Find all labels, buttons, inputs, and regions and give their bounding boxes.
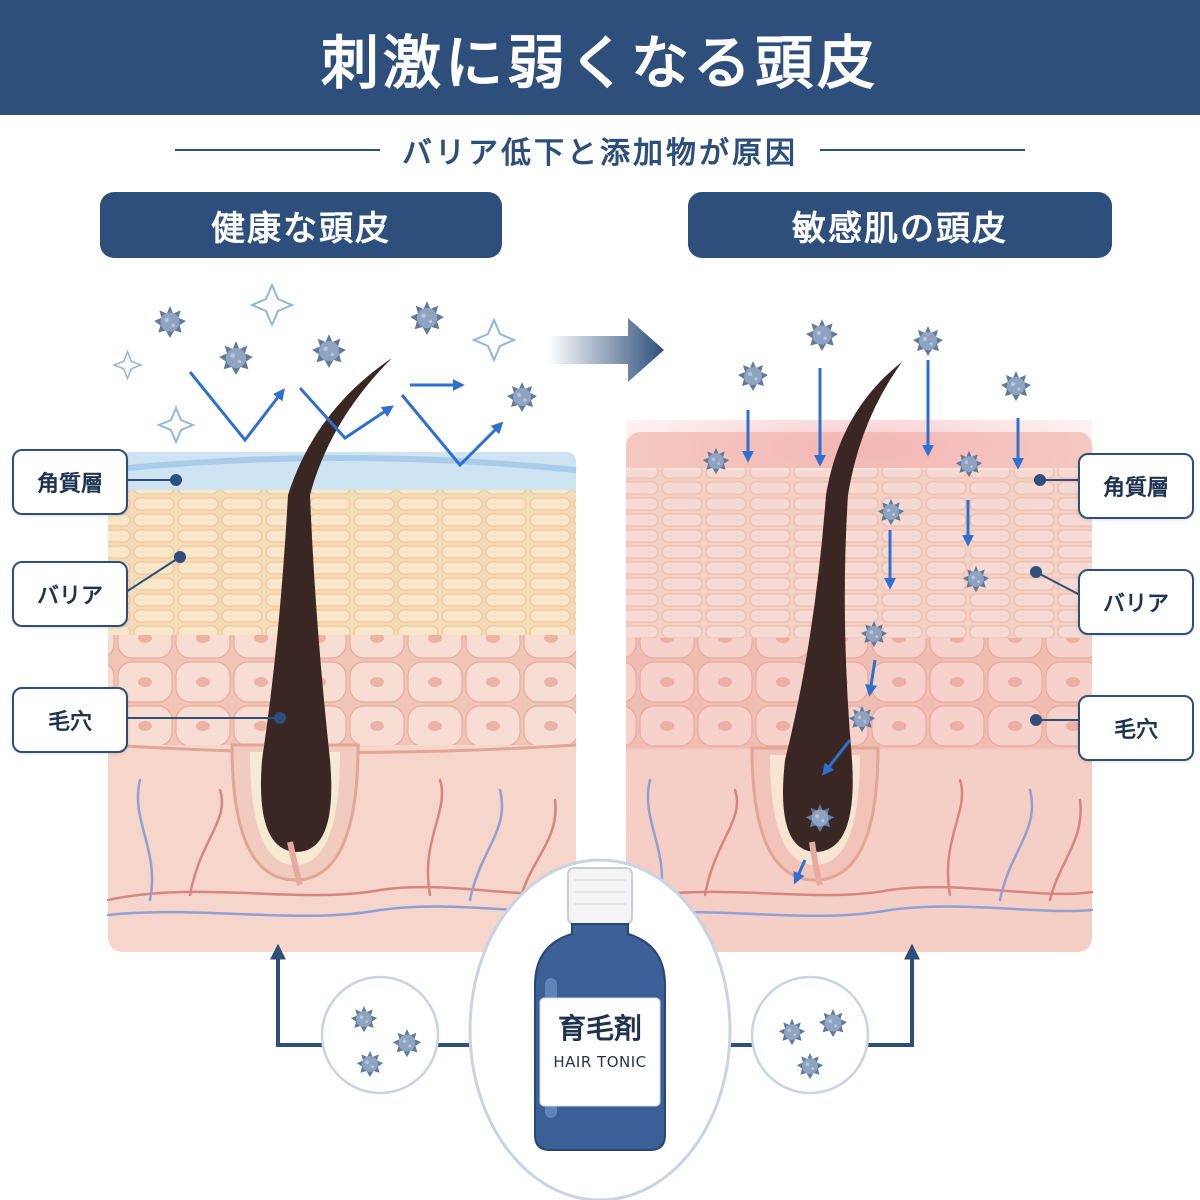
healthy-scalp-panel	[106, 282, 578, 952]
subtitle-rule-right	[820, 149, 1025, 151]
sensitive-scalp-heading: 敏感肌の頭皮	[688, 192, 1112, 258]
subtitle-row: バリア低下と添加物が原因	[0, 128, 1200, 172]
title-banner: 刺激に弱くなる頭皮	[0, 0, 1200, 115]
label-barrier-right: バリア	[1078, 569, 1194, 635]
label-stratum-corneum-right: 角質層	[1078, 453, 1194, 519]
page-title: 刺激に弱くなる頭皮	[320, 28, 879, 97]
product-name-en: HAIR TONIC	[553, 1053, 647, 1071]
label-stratum-corneum-left: 角質層	[12, 449, 128, 515]
label-pore-right: 毛穴	[1078, 695, 1194, 761]
subtitle-rule-left	[175, 149, 380, 151]
additive-particles-right	[750, 975, 870, 1095]
healthy-scalp-heading: 健康な頭皮	[100, 192, 502, 258]
product-name-jp: 育毛剤	[557, 1012, 642, 1045]
additive-particles-left	[320, 975, 440, 1095]
hair-tonic-bottle	[534, 867, 666, 1151]
sensitive-scalp-panel	[624, 319, 1094, 952]
label-barrier-left: バリア	[12, 561, 128, 627]
transition-arrow	[548, 318, 664, 382]
subtitle: バリア低下と添加物が原因	[402, 136, 798, 171]
bottle-label: 育毛剤 HAIR TONIC	[540, 1012, 660, 1072]
label-pore-left: 毛穴	[12, 687, 128, 753]
label-leaders	[125, 474, 1081, 726]
